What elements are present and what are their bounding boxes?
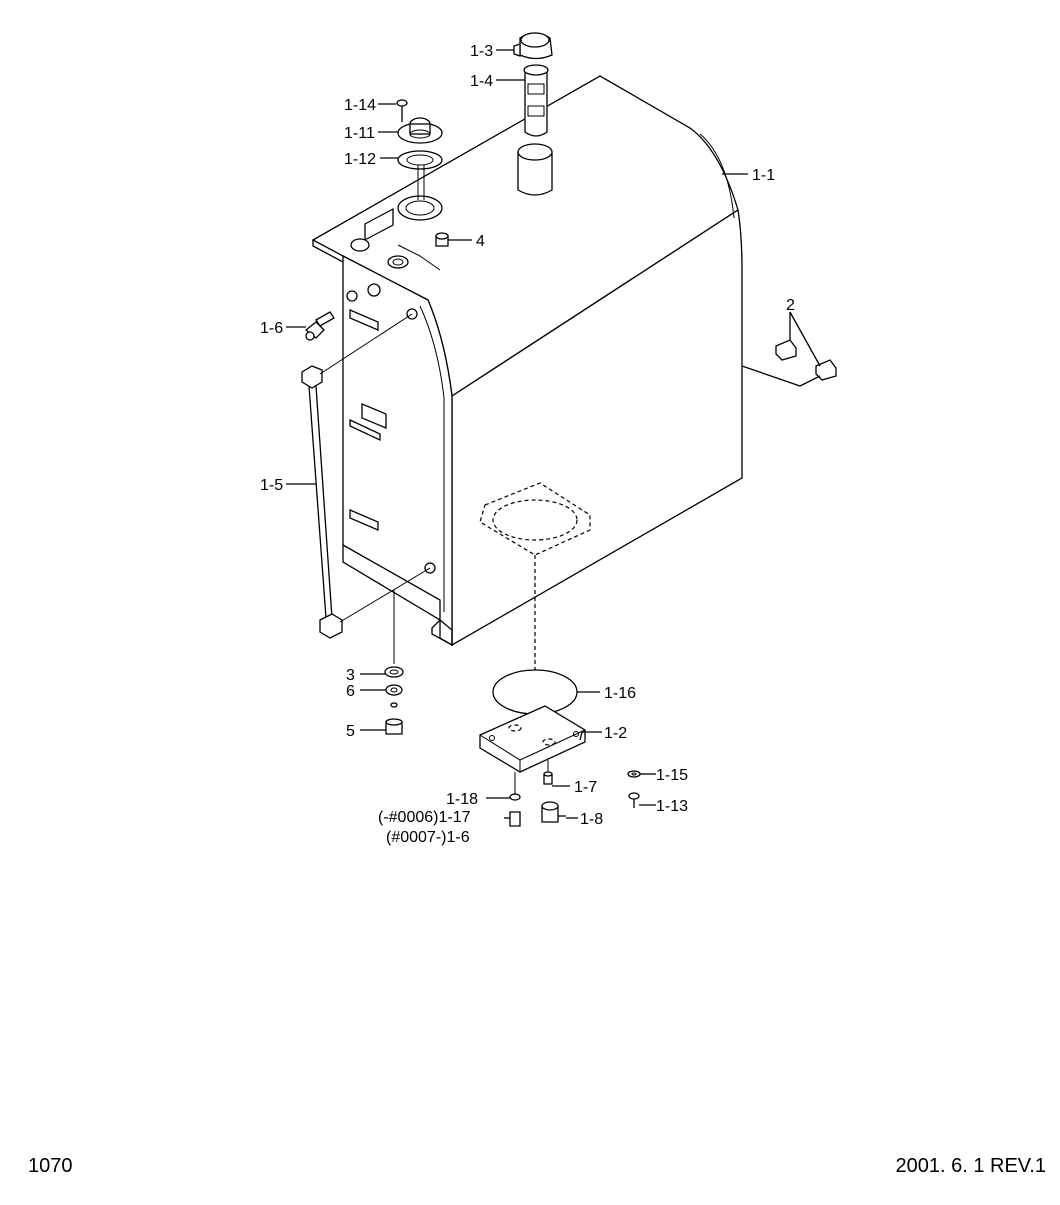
label-1-11: 1-11	[344, 125, 375, 142]
part-labels: 1-3 1-4 1-14 1-11 1-12 4 1-1 1-6 2 1-5 3…	[260, 43, 795, 846]
part-3-6-5-stack	[384, 590, 404, 735]
top-port	[387, 255, 409, 269]
part-1-6-elbow	[304, 311, 335, 341]
part-1-7-fitting	[543, 771, 553, 785]
part-1-12-gasket	[397, 150, 443, 200]
gauge-opening	[397, 195, 443, 221]
label-1-3: 1-3	[470, 43, 493, 60]
label-1-16: 1-16	[604, 685, 636, 702]
part-1-8-plug	[541, 801, 566, 823]
label-1-5: 1-5	[260, 477, 283, 494]
label-1-15: 1-15	[656, 767, 688, 784]
part-1-15-washer	[627, 770, 641, 778]
label-1-12: 1-12	[344, 151, 376, 168]
part-1-13-bolt	[628, 792, 640, 808]
tank-body	[311, 75, 743, 647]
part-1-14-screw	[396, 99, 408, 122]
label-5: 5	[346, 723, 355, 740]
label-1-6: 1-6	[260, 320, 283, 337]
part-4-plug	[435, 232, 449, 247]
part-1-2-cover-plate	[479, 705, 586, 773]
label-1-14: 1-14	[344, 97, 376, 114]
label-1-18: 1-18	[446, 791, 478, 808]
tank-top-details	[350, 143, 553, 271]
page-number: 1070	[28, 1155, 73, 1177]
part-1-5-level-tube	[301, 313, 431, 639]
tank-side-details	[346, 283, 436, 574]
bottom-flange-hidden	[479, 482, 591, 690]
tank-front-face	[451, 208, 743, 647]
part-1-18-oring	[509, 793, 521, 801]
label-1-4: 1-4	[470, 73, 493, 90]
part-1-11-gauge	[397, 117, 443, 144]
part-1-16-gasket	[492, 669, 578, 715]
label-4: 4	[476, 233, 485, 250]
label-1-13: 1-13	[656, 798, 688, 815]
part-1-4-strainer	[523, 64, 549, 137]
label-2: 2	[786, 297, 795, 314]
label-1-7: 1-7	[574, 779, 597, 796]
leader-lines	[286, 49, 821, 819]
label-6: 6	[346, 683, 355, 700]
revision-date: 2001. 6. 1 REV.1	[896, 1155, 1047, 1177]
label-1-6-alt: (#0007-)1-6	[386, 829, 470, 846]
top-hole	[350, 238, 370, 252]
label-1-17: (-#0006)1-17	[378, 809, 471, 826]
label-1-1: 1-1	[752, 167, 775, 184]
label-1-2: 1-2	[604, 725, 627, 742]
label-3: 3	[346, 667, 355, 684]
part-1-3-cap	[513, 32, 553, 60]
label-1-8: 1-8	[580, 811, 603, 828]
part-2-plugs	[775, 339, 837, 381]
filler-neck	[517, 151, 553, 196]
part-1-17-fitting	[504, 811, 521, 827]
